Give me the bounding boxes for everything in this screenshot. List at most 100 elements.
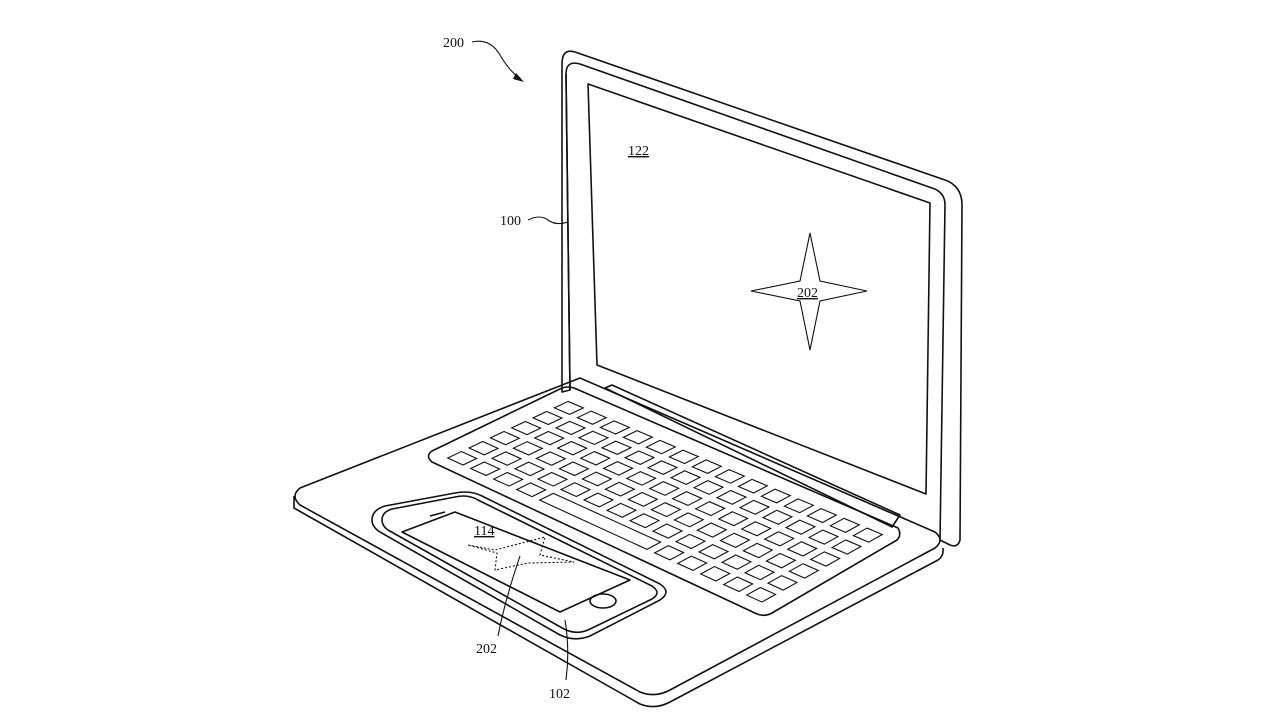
keyboard-key <box>694 501 726 517</box>
keyboard-key <box>737 478 769 494</box>
keyboard-key <box>623 450 656 466</box>
keyboard-key <box>559 482 592 498</box>
keyboard-key <box>830 539 863 555</box>
keyboard-key <box>554 420 587 436</box>
keyboard-key <box>602 460 634 476</box>
keyboard-key <box>697 544 730 560</box>
keyboard-key <box>579 450 611 466</box>
phone-recess <box>371 491 667 640</box>
keyboard-key <box>784 519 817 535</box>
label-100: 100 <box>500 214 521 229</box>
phone <box>371 491 667 640</box>
keyboard-key <box>719 532 751 548</box>
keyboard-key <box>653 545 685 561</box>
keyboard-key <box>581 471 613 487</box>
phone-screen <box>401 511 631 613</box>
laptop-lid <box>561 50 963 547</box>
label-122: 122 <box>628 144 649 159</box>
keyboard-key <box>648 481 680 496</box>
keyboard-key <box>576 410 608 425</box>
keyboard-key <box>512 441 544 456</box>
keyboard-key <box>535 451 567 466</box>
keyboard-key <box>577 430 610 446</box>
phone-speaker <box>429 511 446 517</box>
keyboard-key <box>743 564 776 581</box>
keyboard-key <box>605 502 638 518</box>
keyboard-key <box>806 507 838 524</box>
label-102: 102 <box>549 687 570 702</box>
keyboard-key <box>766 574 799 591</box>
keyboard-key <box>553 400 585 415</box>
label-114: 114 <box>474 524 494 539</box>
keyboard-key <box>696 522 728 538</box>
keyboard-key <box>513 461 546 477</box>
keyboard-key <box>809 551 841 567</box>
keyboard-key <box>745 586 777 603</box>
hinge <box>604 384 901 528</box>
keyboard-key <box>715 489 748 505</box>
keyboard-key <box>604 481 636 497</box>
laptop-screen <box>587 83 931 495</box>
keyboard-key <box>538 492 662 550</box>
keyboard-key <box>669 470 702 485</box>
keyboard <box>427 386 901 617</box>
keyboard-key <box>446 450 478 466</box>
label-200: 200 <box>443 36 464 51</box>
keyboard-key <box>582 492 615 508</box>
home-button <box>589 593 617 609</box>
keyboard-key <box>786 541 818 557</box>
keyboard-key <box>492 471 524 487</box>
keyboard-key <box>645 439 677 455</box>
keyboard-key <box>469 461 501 477</box>
keyboard-key <box>650 502 682 518</box>
star-icon <box>750 232 868 351</box>
keyboard-key <box>714 469 746 484</box>
laptop-base <box>293 377 944 708</box>
keyboard-key <box>600 440 633 456</box>
keyboard-key <box>599 420 631 435</box>
keyboard-key <box>763 531 795 547</box>
keyboard-key <box>760 488 792 504</box>
keyboard-key <box>692 480 725 495</box>
keyboard-key <box>742 542 774 559</box>
keyboard-key <box>738 499 771 515</box>
keyboard-key <box>515 482 547 498</box>
keyboard-key <box>676 555 708 572</box>
keyboard-key <box>651 523 684 539</box>
keyboard-key <box>722 576 754 593</box>
leader-lines <box>471 40 569 681</box>
keyboard-key <box>761 509 794 525</box>
keyboard-key <box>533 430 565 446</box>
keyboard-key <box>691 459 723 474</box>
keyboard-key <box>628 513 661 529</box>
keyboard-key <box>646 460 679 475</box>
keyboard-key <box>852 527 884 543</box>
keyboard-key <box>622 430 654 445</box>
keyboard-key <box>740 521 772 537</box>
keyboard-key <box>765 552 797 569</box>
keyboard-key <box>489 430 521 446</box>
label-202-phone: 202 <box>476 642 497 657</box>
keyboard-key <box>783 498 815 514</box>
label-202-screen: 202 <box>797 286 818 301</box>
keyboard-key <box>720 554 753 570</box>
keyboard-key <box>536 471 569 487</box>
keyboard-key <box>699 565 731 582</box>
keyboard-key <box>490 451 523 466</box>
keyboard-key <box>829 517 861 533</box>
arrow-icon <box>513 73 524 82</box>
keyboard-key <box>558 461 590 477</box>
keyboard-key <box>556 440 588 456</box>
keyboard-key <box>673 512 705 528</box>
keyboard-key <box>627 491 659 507</box>
keyboard-key <box>668 449 700 465</box>
dotted-star-icon <box>467 536 575 571</box>
keyboard-key <box>625 471 657 486</box>
keyboard-key <box>531 410 564 426</box>
keyboard-key <box>510 420 542 436</box>
keyboard-key <box>807 529 840 545</box>
keyboard-key <box>671 491 703 507</box>
keyboard-key <box>467 440 500 456</box>
keyboard-key <box>788 563 820 579</box>
